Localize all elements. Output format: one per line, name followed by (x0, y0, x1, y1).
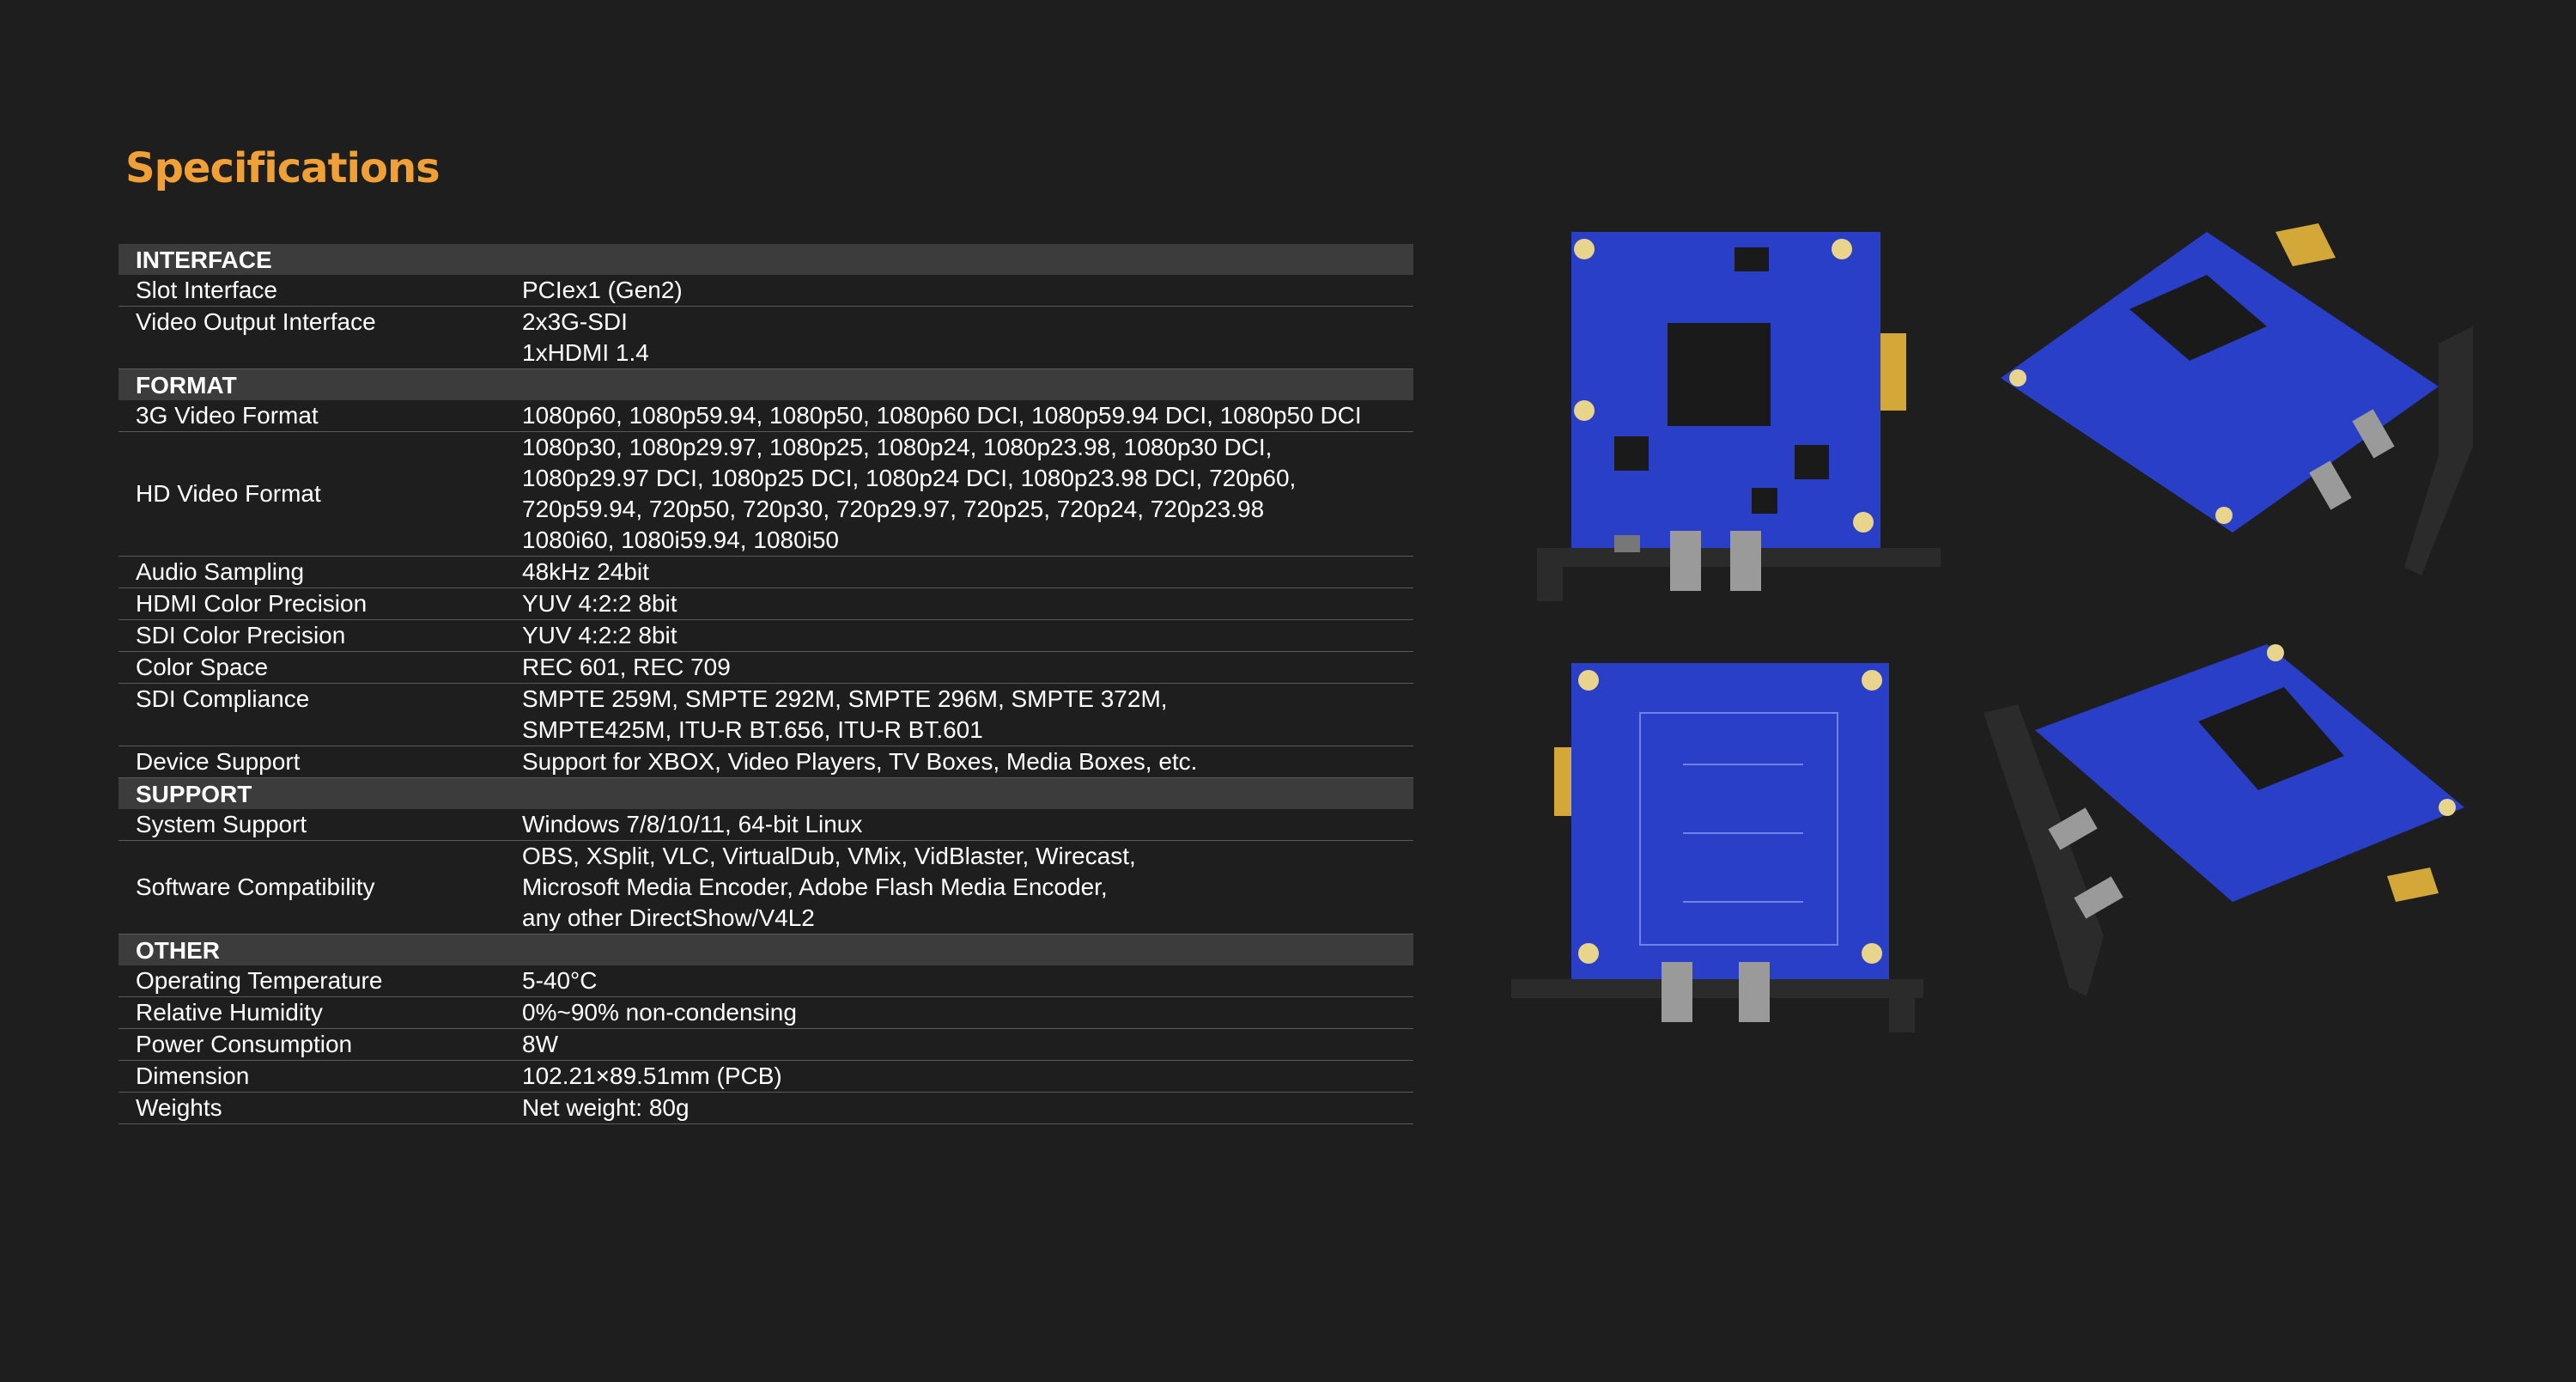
spec-label: SDI Color Precision (136, 622, 346, 648)
spec-value-line: 720p59.94, 720p50, 720p30, 720p29.97, 72… (522, 496, 1265, 522)
spec-value-line: Support for XBOX, Video Players, TV Boxe… (522, 748, 1198, 775)
spec-values: 8W (522, 1029, 1413, 1060)
spec-values: 5-40°C (522, 965, 1413, 996)
spec-values: 1080p30, 1080p29.97, 1080p25, 1080p24, 1… (522, 432, 1413, 556)
spec-value-line: YUV 4:2:2 8bit (522, 590, 677, 617)
spec-value-line: 2x3G-SDI (522, 308, 628, 335)
spec-label: Video Output Interface (136, 308, 376, 335)
spec-value-line: 102.21×89.51mm (PCB) (522, 1062, 782, 1089)
spec-value-line: 48kHz 24bit (522, 558, 649, 585)
spec-value-line: 8W (522, 1031, 558, 1057)
spec-values: SMPTE 259M, SMPTE 292M, SMPTE 296M, SMPT… (522, 684, 1413, 746)
spec-values: Windows 7/8/10/11, 64-bit Linux (522, 809, 1413, 840)
spec-value-line: 1xHDMI 1.4 (522, 339, 649, 366)
card-angled-view-2-image (1984, 644, 2464, 996)
spec-values: REC 601, REC 709 (522, 652, 1413, 683)
spec-row: Audio Sampling 48kHz 24bit (118, 557, 1413, 588)
spec-label: System Support (136, 811, 307, 837)
spec-row: Operating Temperature 5-40°C (118, 965, 1413, 997)
section-heading: SUPPORT (118, 778, 1413, 809)
spec-values: 1080p60, 1080p59.94, 1080p50, 1080p60 DC… (522, 400, 1413, 431)
spec-row: Dimension 102.21×89.51mm (PCB) (118, 1061, 1413, 1093)
spec-values: OBS, XSplit, VLC, VirtualDub, VMix, VidB… (522, 841, 1413, 934)
spec-value-line: PCIex1 (Gen2) (522, 277, 683, 303)
spec-row: SDI Color Precision YUV 4:2:2 8bit (118, 620, 1413, 652)
spec-values: Support for XBOX, Video Players, TV Boxe… (522, 746, 1413, 777)
spec-label: Audio Sampling (136, 558, 305, 585)
spec-row: 3G Video Format 1080p60, 1080p59.94, 1080… (118, 400, 1413, 432)
spec-value-line: 0%~90% non-condensing (522, 999, 797, 1026)
card-angled-view-image (2001, 223, 2473, 575)
spec-values: YUV 4:2:2 8bit (522, 588, 1413, 619)
spec-value-line: SMPTE 259M, SMPTE 292M, SMPTE 296M, SMPT… (522, 685, 1168, 712)
spec-label: Color Space (136, 654, 269, 680)
spec-row: Power Consumption 8W (118, 1029, 1413, 1061)
spec-label: Relative Humidity (136, 999, 323, 1026)
spec-value-line: REC 601, REC 709 (522, 654, 731, 680)
section-heading: INTERFACE (118, 244, 1413, 275)
card-back-view-image (1511, 663, 1923, 1032)
spec-value-line: Windows 7/8/10/11, 64-bit Linux (522, 811, 863, 837)
spec-values: 0%~90% non-condensing (522, 997, 1413, 1028)
spec-row: SDI Compliance SMPTE 259M, SMPTE 292M, SM… (118, 684, 1413, 746)
spec-value-line: 1080p60, 1080p59.94, 1080p50, 1080p60 DC… (522, 402, 1362, 429)
card-front-view-image (1537, 232, 1941, 601)
spec-row: HDMI Color Precision YUV 4:2:2 8bit (118, 588, 1413, 620)
page-title: Specifications (125, 144, 440, 192)
spec-value-line: SMPTE425M, ITU-R BT.656, ITU-R BT.601 (522, 716, 983, 743)
spec-values: PCIex1 (Gen2) (522, 275, 1413, 306)
spec-value-line: 1080p30, 1080p29.97, 1080p25, 1080p24, 1… (522, 434, 1273, 460)
spec-row: Software Compatibility OBS, XSplit, VLC, … (118, 841, 1413, 935)
spec-value-line: YUV 4:2:2 8bit (522, 622, 677, 648)
spec-value-line: 1080p29.97 DCI, 1080p25 DCI, 1080p24 DCI… (522, 465, 1297, 491)
spec-row: Video Output Interface 2x3G-SDI 1xHDMI 1.4 (118, 307, 1413, 369)
spec-row: Color Space REC 601, REC 709 (118, 652, 1413, 684)
spec-value-line: 5-40°C (522, 967, 598, 994)
spec-value-line: OBS, XSplit, VLC, VirtualDub, VMix, VidB… (522, 843, 1136, 869)
spec-row: System Support Windows 7/8/10/11, 64-bit … (118, 809, 1413, 841)
spec-values: 2x3G-SDI 1xHDMI 1.4 (522, 307, 1413, 368)
spec-row: Device Support Support for XBOX, Video Pl… (118, 746, 1413, 778)
spec-label: Dimension (136, 1062, 250, 1089)
section-heading: FORMAT (118, 369, 1413, 400)
spec-label: HD Video Format (136, 480, 321, 507)
spec-label: SDI Compliance (136, 685, 310, 712)
spec-value-line: any other DirectShow/V4L2 (522, 904, 815, 931)
section-heading: OTHER (118, 935, 1413, 965)
spec-row: Weights Net weight: 80g (118, 1093, 1413, 1124)
spec-values: 48kHz 24bit (522, 557, 1413, 588)
spec-value-line: Microsoft Media Encoder, Adobe Flash Med… (522, 874, 1108, 900)
spec-value-line: Net weight: 80g (522, 1094, 690, 1121)
spec-label: Power Consumption (136, 1031, 353, 1057)
spec-row: Relative Humidity 0%~90% non-condensing (118, 997, 1413, 1029)
spec-label: Slot Interface (136, 277, 277, 303)
spec-values: 102.21×89.51mm (PCB) (522, 1061, 1413, 1092)
spec-label: HDMI Color Precision (136, 590, 368, 617)
spec-row: HD Video Format 1080p30, 1080p29.97, 1080… (118, 432, 1413, 557)
spec-row: Slot Interface PCIex1 (Gen2) (118, 275, 1413, 307)
spec-label: Weights (136, 1094, 222, 1121)
spec-values: YUV 4:2:2 8bit (522, 620, 1413, 651)
spec-label: Operating Temperature (136, 967, 383, 994)
spec-values: Net weight: 80g (522, 1093, 1413, 1123)
spec-label: Software Compatibility (136, 874, 375, 900)
product-images (1494, 215, 2490, 1056)
spec-value-line: 1080i60, 1080i59.94, 1080i50 (522, 527, 840, 553)
spec-label: Device Support (136, 748, 301, 775)
spec-label: 3G Video Format (136, 402, 319, 429)
